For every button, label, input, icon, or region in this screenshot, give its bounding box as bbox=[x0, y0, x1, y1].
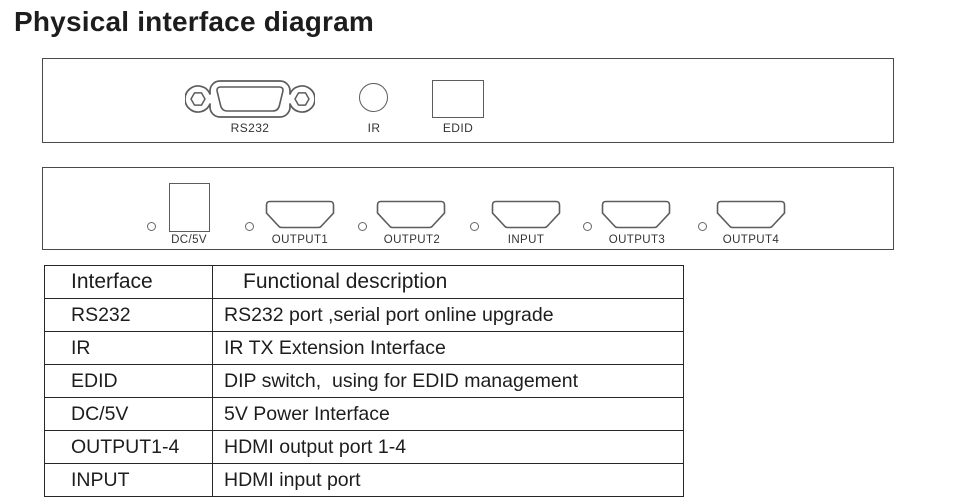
ir-port-label: IR bbox=[367, 121, 381, 135]
table-header-row: Interface Functional description bbox=[44, 265, 684, 299]
table-row: DC/5V 5V Power Interface bbox=[44, 397, 684, 431]
led-indicator-icon bbox=[698, 222, 707, 231]
hdmi-input-icon bbox=[491, 200, 561, 229]
interface-description-table: Interface Functional description RS232 R… bbox=[44, 265, 684, 497]
table-row: RS232 RS232 port ,serial port online upg… bbox=[44, 298, 684, 332]
table-row: EDID DIP switch, using for EDID manageme… bbox=[44, 364, 684, 398]
hdmi-output4-icon bbox=[716, 200, 786, 229]
hdmi-output2-icon bbox=[376, 200, 446, 229]
interface-cell: RS232 bbox=[44, 298, 213, 332]
page-title: Physical interface diagram bbox=[14, 6, 375, 37]
interface-cell: EDID bbox=[44, 364, 213, 398]
table-row: IR IR TX Extension Interface bbox=[44, 331, 684, 365]
edid-dip-switch-icon bbox=[432, 80, 484, 118]
description-cell: IR TX Extension Interface bbox=[212, 331, 684, 365]
rs232-port-label: RS232 bbox=[230, 121, 270, 135]
input-port-label: INPUT bbox=[507, 234, 545, 246]
column-header-interface: Interface bbox=[44, 265, 213, 299]
description-cell: DIP switch, using for EDID management bbox=[212, 364, 684, 398]
ir-receiver-icon bbox=[359, 83, 388, 112]
hdmi-output3-icon bbox=[601, 200, 671, 229]
hdmi-output1-icon bbox=[265, 200, 335, 229]
output1-port-label: OUTPUT1 bbox=[271, 234, 329, 246]
description-cell: 5V Power Interface bbox=[212, 397, 684, 431]
interface-cell: IR bbox=[44, 331, 213, 365]
led-indicator-icon bbox=[245, 222, 254, 231]
column-header-description: Functional description bbox=[212, 265, 684, 299]
interface-cell: OUTPUT1-4 bbox=[44, 430, 213, 464]
edid-port-label: EDID bbox=[442, 121, 474, 135]
table-row: INPUT HDMI input port bbox=[44, 463, 684, 497]
led-indicator-icon bbox=[470, 222, 479, 231]
output3-port-label: OUTPUT3 bbox=[608, 234, 666, 246]
table-row: OUTPUT1-4 HDMI output port 1-4 bbox=[44, 430, 684, 464]
output4-port-label: OUTPUT4 bbox=[722, 234, 780, 246]
dc5v-port-label: DC/5V bbox=[171, 234, 207, 246]
led-indicator-icon bbox=[147, 222, 156, 231]
interface-cell: INPUT bbox=[44, 463, 213, 497]
led-indicator-icon bbox=[358, 222, 367, 231]
rs232-connector-icon bbox=[185, 80, 315, 118]
interface-cell: DC/5V bbox=[44, 397, 213, 431]
led-indicator-icon bbox=[583, 222, 592, 231]
output2-port-label: OUTPUT2 bbox=[383, 234, 441, 246]
description-cell: RS232 port ,serial port online upgrade bbox=[212, 298, 684, 332]
description-cell: HDMI input port bbox=[212, 463, 684, 497]
dc-power-socket-icon bbox=[169, 183, 210, 232]
description-cell: HDMI output port 1-4 bbox=[212, 430, 684, 464]
